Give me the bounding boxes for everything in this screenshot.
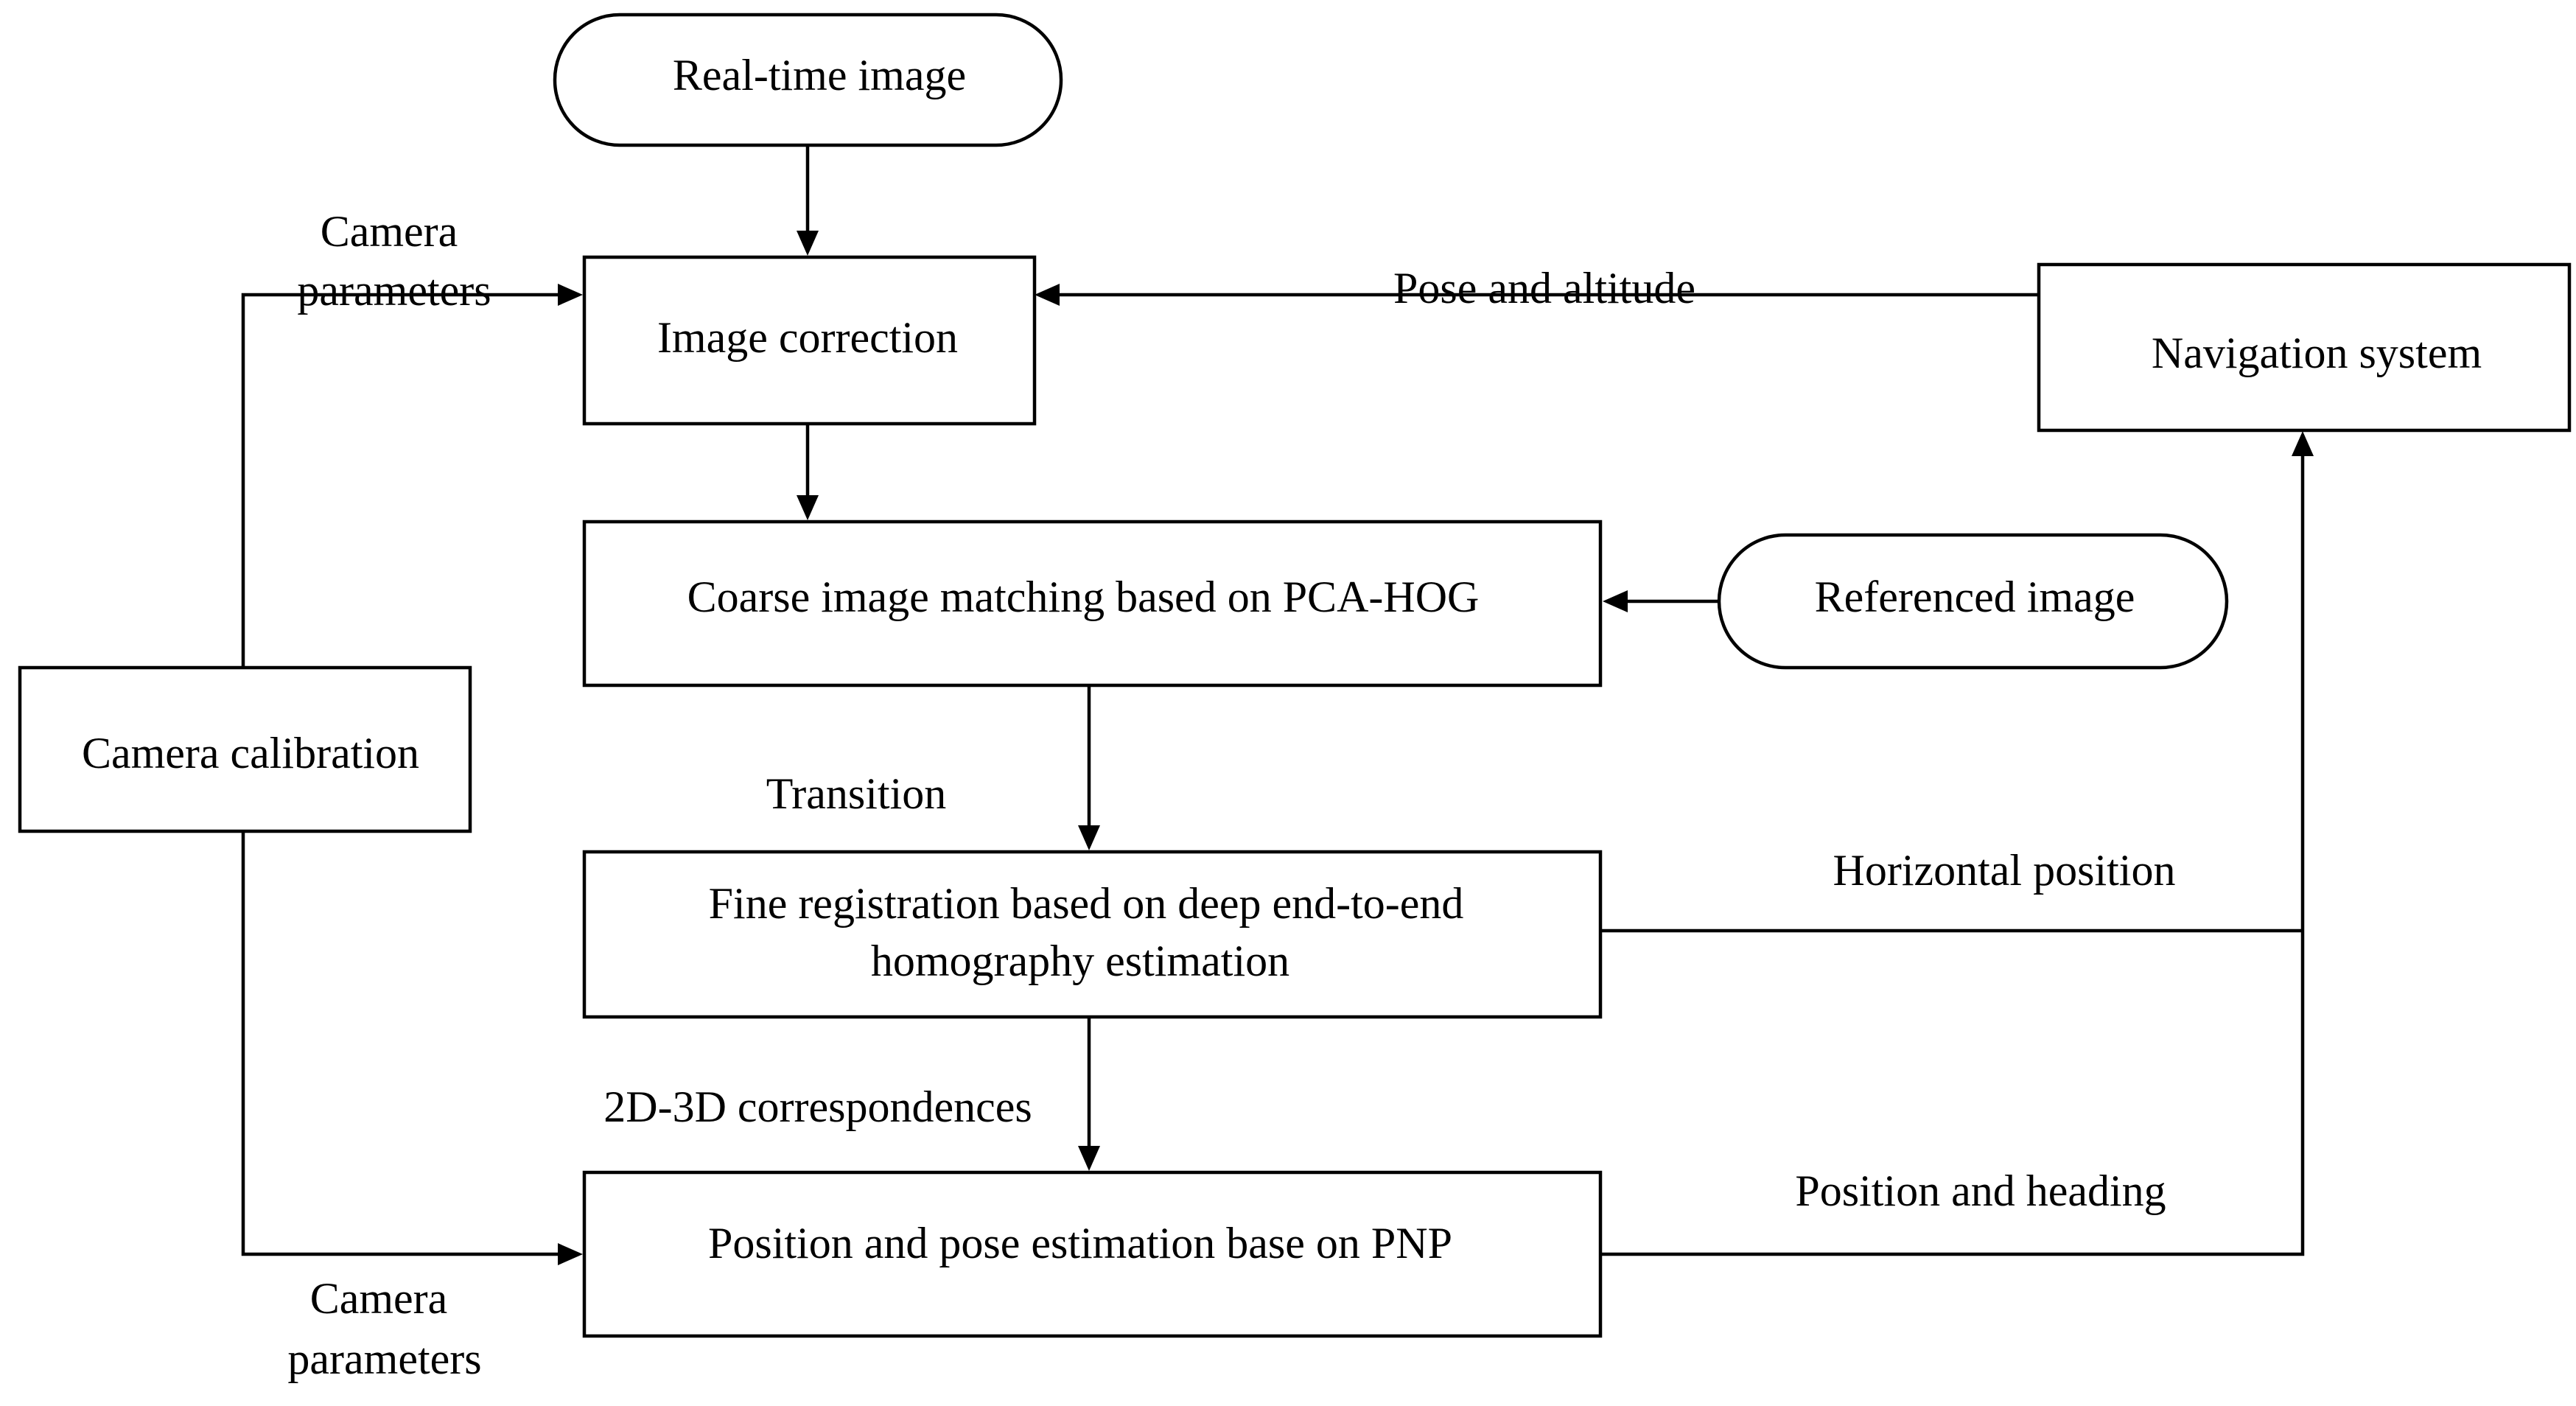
edge-referenced-to-coarse [1603, 590, 1718, 612]
camera-calibration-label: Camera calibration [82, 729, 419, 777]
referenced-image-node: Referenced image [1717, 533, 2229, 670]
pose-estimation-node: Position and pose estimation base on PNP [582, 1170, 1603, 1338]
realtime-image-node: Real-time image [553, 13, 1063, 147]
camera-params-bottom-label-line2: parameters [287, 1335, 481, 1383]
correspondences-label: 2D-3D correspondences [603, 1083, 1032, 1131]
fine-registration-label-line2: homography estimation [871, 937, 1289, 985]
position-heading-label: Position and heading [1795, 1167, 2166, 1215]
camera-params-top-label-line2: parameters [297, 266, 491, 315]
camera-params-top-label-line1: Camera [321, 207, 458, 256]
camera-calibration-node: Camera calibration [18, 665, 472, 833]
edge-realtime-to-correction [797, 145, 819, 256]
fine-registration-label-line1: Fine registration based on deep end-to-e… [709, 879, 1464, 928]
referenced-image-label: Referenced image [1815, 573, 2135, 621]
transition-label: Transition [766, 769, 947, 818]
navigation-system-label: Navigation system [2152, 329, 2482, 377]
coarse-matching-node: Coarse image matching based on PCA-HOG [582, 520, 1603, 688]
realtime-image-label: Real-time image [673, 51, 966, 99]
pose-estimation-label: Position and pose estimation base on PNP [708, 1219, 1452, 1267]
image-correction-label: Image correction [657, 313, 958, 362]
edge-calibration-to-pose [241, 831, 583, 1265]
edge-calibration-to-correction [241, 284, 583, 666]
image-correction-node: Image correction [582, 255, 1037, 426]
edge-pose-to-navigation [1600, 431, 2314, 1256]
navigation-system-node: Navigation system [2037, 262, 2572, 433]
coarse-matching-label: Coarse image matching based on PCA-HOG [687, 573, 1480, 621]
camera-params-bottom-label-line1: Camera [310, 1274, 448, 1323]
pose-altitude-label: Pose and altitude [1393, 264, 1695, 312]
horizontal-position-label: Horizontal position [1833, 846, 2176, 895]
edge-navigation-to-correction [1035, 284, 2037, 306]
fine-registration-node: Fine registration based on deep end-to-e… [582, 850, 1603, 1019]
edge-fine-to-pose [1078, 1017, 1100, 1171]
edge-correction-to-coarse [797, 424, 819, 520]
edge-coarse-to-fine [1078, 685, 1100, 850]
